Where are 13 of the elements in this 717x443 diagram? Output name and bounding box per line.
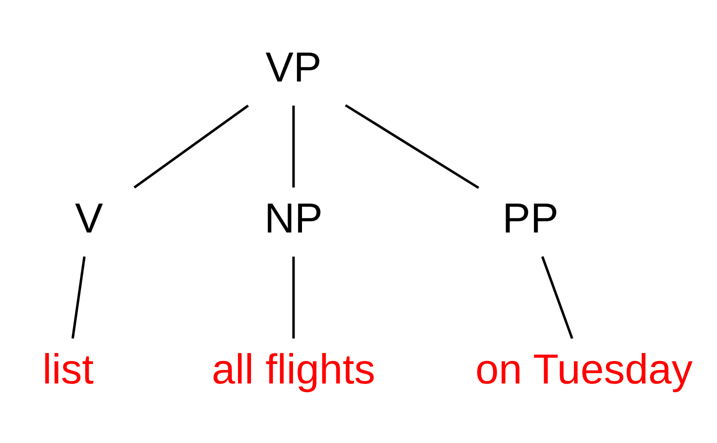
connector [292,256,295,338]
node-text: VP [266,43,322,90]
node-text: list [42,345,94,392]
connector [134,104,249,188]
node-text: PP [502,194,559,242]
connector [344,104,480,188]
node-text: on Tuesday [475,345,693,392]
connector [71,256,86,338]
connector [541,256,574,338]
node-text: NP [264,194,323,242]
node-text: V [75,194,104,242]
connector [292,105,295,188]
node-text: all flights [212,345,376,392]
